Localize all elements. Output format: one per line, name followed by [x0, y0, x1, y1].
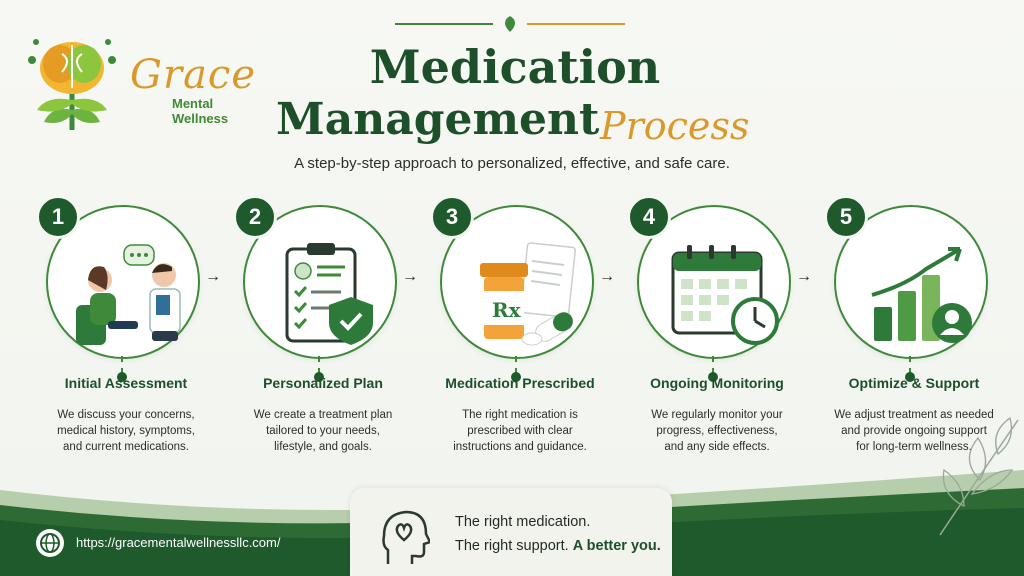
step-number-badge: 4: [627, 195, 671, 239]
step-number-badge: 3: [430, 195, 474, 239]
clipboard-shield-icon: [285, 243, 373, 345]
step-arrow: →: [402, 268, 418, 285]
step-arrow: →: [205, 268, 221, 285]
page-title-line1: Medication: [369, 40, 661, 94]
step-circle: Rx: [440, 205, 594, 359]
consultation-icon: [76, 244, 181, 345]
prescription-bottle-icon: Rx: [480, 242, 576, 346]
step-connector-dot: [117, 372, 127, 382]
step-connector: [121, 356, 123, 374]
step-connector: [909, 356, 911, 374]
globe-icon: [36, 529, 64, 557]
head-heart-icon: [382, 510, 430, 564]
page-subtitle: A step-by-step approach to personalized,…: [294, 155, 730, 172]
tagline-line2: The right support. A better you.: [455, 538, 661, 554]
step-description: We adjust treatment as needed and provid…: [834, 409, 994, 453]
step-title: Optimize & Support: [848, 375, 980, 391]
tagline-emphasis: A better you.: [572, 538, 661, 554]
step-description: We create a treatment plan tailored to y…: [253, 409, 393, 453]
page-title-line2: Management: [276, 94, 600, 145]
step-description: The right medication is prescribed with …: [453, 409, 587, 453]
step-circle: [637, 205, 791, 359]
tagline-line1: The right medication.: [455, 514, 591, 530]
step-description: We regularly monitor your progress, effe…: [651, 409, 783, 453]
step-connector-dot: [314, 372, 324, 382]
header-leaf-divider: [395, 16, 625, 32]
step-connector: [712, 356, 714, 374]
step-connector-dot: [511, 372, 521, 382]
step-connector: [318, 356, 320, 374]
leaf-branch-decoration: [939, 416, 1019, 536]
calendar-clock-icon: [671, 245, 779, 345]
growth-chart-icon: [871, 247, 972, 343]
website-url[interactable]: https://gracementalwellnessllc.com/: [76, 535, 281, 550]
brain-tree-icon: [28, 39, 116, 130]
tagline-card: The right medication. The right support.…: [350, 488, 672, 576]
step-arrow: →: [796, 268, 812, 285]
brand-name: Grace: [130, 52, 256, 98]
step-title: Personalized Plan: [263, 375, 383, 391]
step-title: Initial Assessment: [64, 375, 188, 391]
brand-tagline: Mental Wellness: [172, 96, 229, 126]
brand-logo: Grace Mental Wellness: [22, 30, 262, 140]
page-title-accent: Process: [600, 104, 750, 148]
step-connector-dot: [905, 372, 915, 382]
step-title: Ongoing Monitoring: [650, 375, 784, 391]
step-number-badge: 5: [824, 195, 868, 239]
step-description: We discuss your concerns, medical histor…: [57, 409, 195, 453]
step-connector: [515, 356, 517, 374]
step-circle: [46, 205, 200, 359]
step-arrow: →: [599, 268, 615, 285]
svg-text:Rx: Rx: [492, 298, 522, 322]
step-connector-dot: [708, 372, 718, 382]
step-title: Medication Prescribed: [445, 375, 595, 391]
step-number-badge: 2: [233, 195, 277, 239]
step-number-badge: 1: [36, 195, 80, 239]
